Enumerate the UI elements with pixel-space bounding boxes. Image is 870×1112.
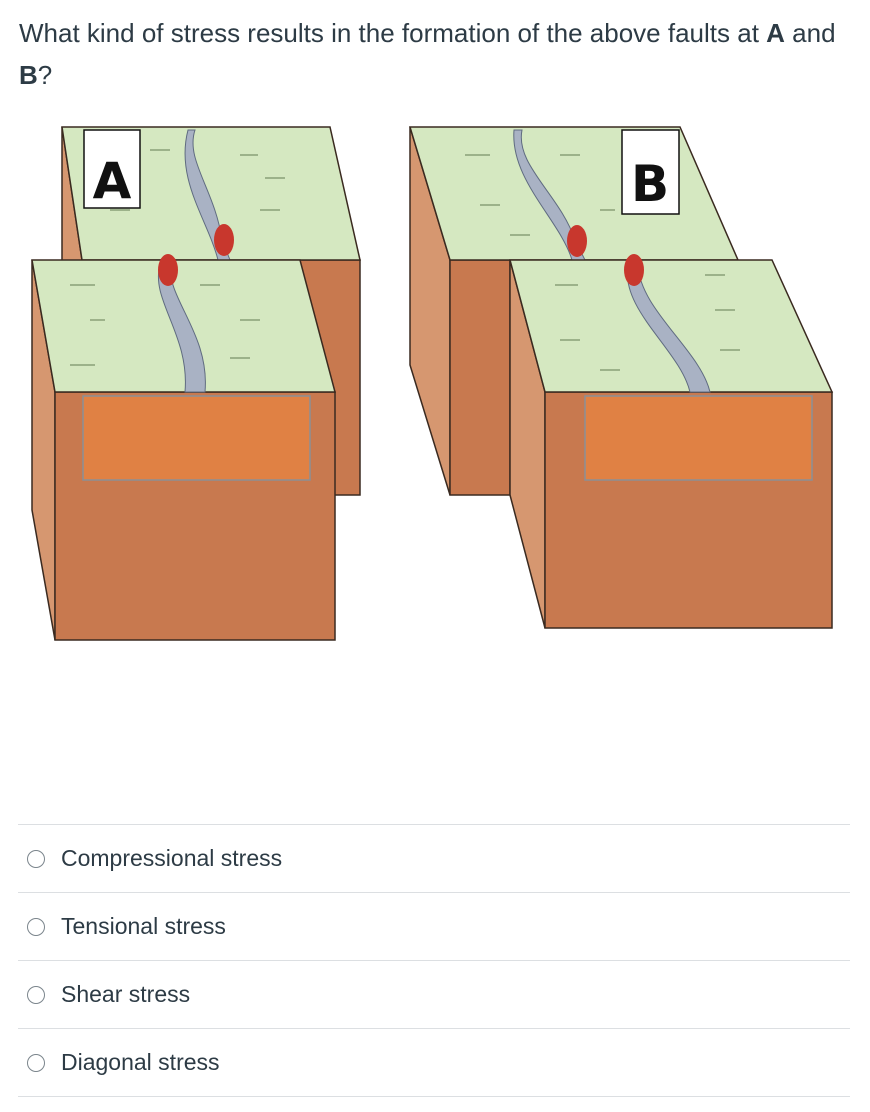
question-label-b: B <box>19 60 38 90</box>
question-suffix: ? <box>37 60 53 90</box>
radio-button[interactable] <box>27 849 45 868</box>
fault-block-a: A <box>31 126 361 641</box>
question-conjunction: and <box>784 18 836 48</box>
question-label-a: A <box>766 18 785 48</box>
answer-label: Compressional stress <box>61 845 283 871</box>
answer-option-diagonal[interactable]: Diagonal stress <box>18 1028 850 1097</box>
answer-list: Compressional stress Tensional stress Sh… <box>18 824 850 1097</box>
answer-label: Shear stress <box>61 981 191 1007</box>
answer-label: Diagonal stress <box>61 1049 220 1075</box>
fault-block-b: B <box>408 126 834 629</box>
answer-option-compressional[interactable]: Compressional stress <box>18 824 850 892</box>
question-text: What kind of stress results in the forma… <box>19 12 859 96</box>
answer-option-shear[interactable]: Shear stress <box>18 960 850 1028</box>
answer-option-tensional[interactable]: Tensional stress <box>18 892 850 960</box>
question-prefix: What kind of stress results in the forma… <box>19 18 767 48</box>
radio-button[interactable] <box>27 985 45 1004</box>
radio-button[interactable] <box>27 917 45 936</box>
block-a-label: A <box>93 152 132 210</box>
answer-label: Tensional stress <box>61 913 226 939</box>
radio-button[interactable] <box>27 1053 45 1072</box>
fault-diagram: A B <box>31 126 834 641</box>
block-b-label: B <box>631 155 669 213</box>
